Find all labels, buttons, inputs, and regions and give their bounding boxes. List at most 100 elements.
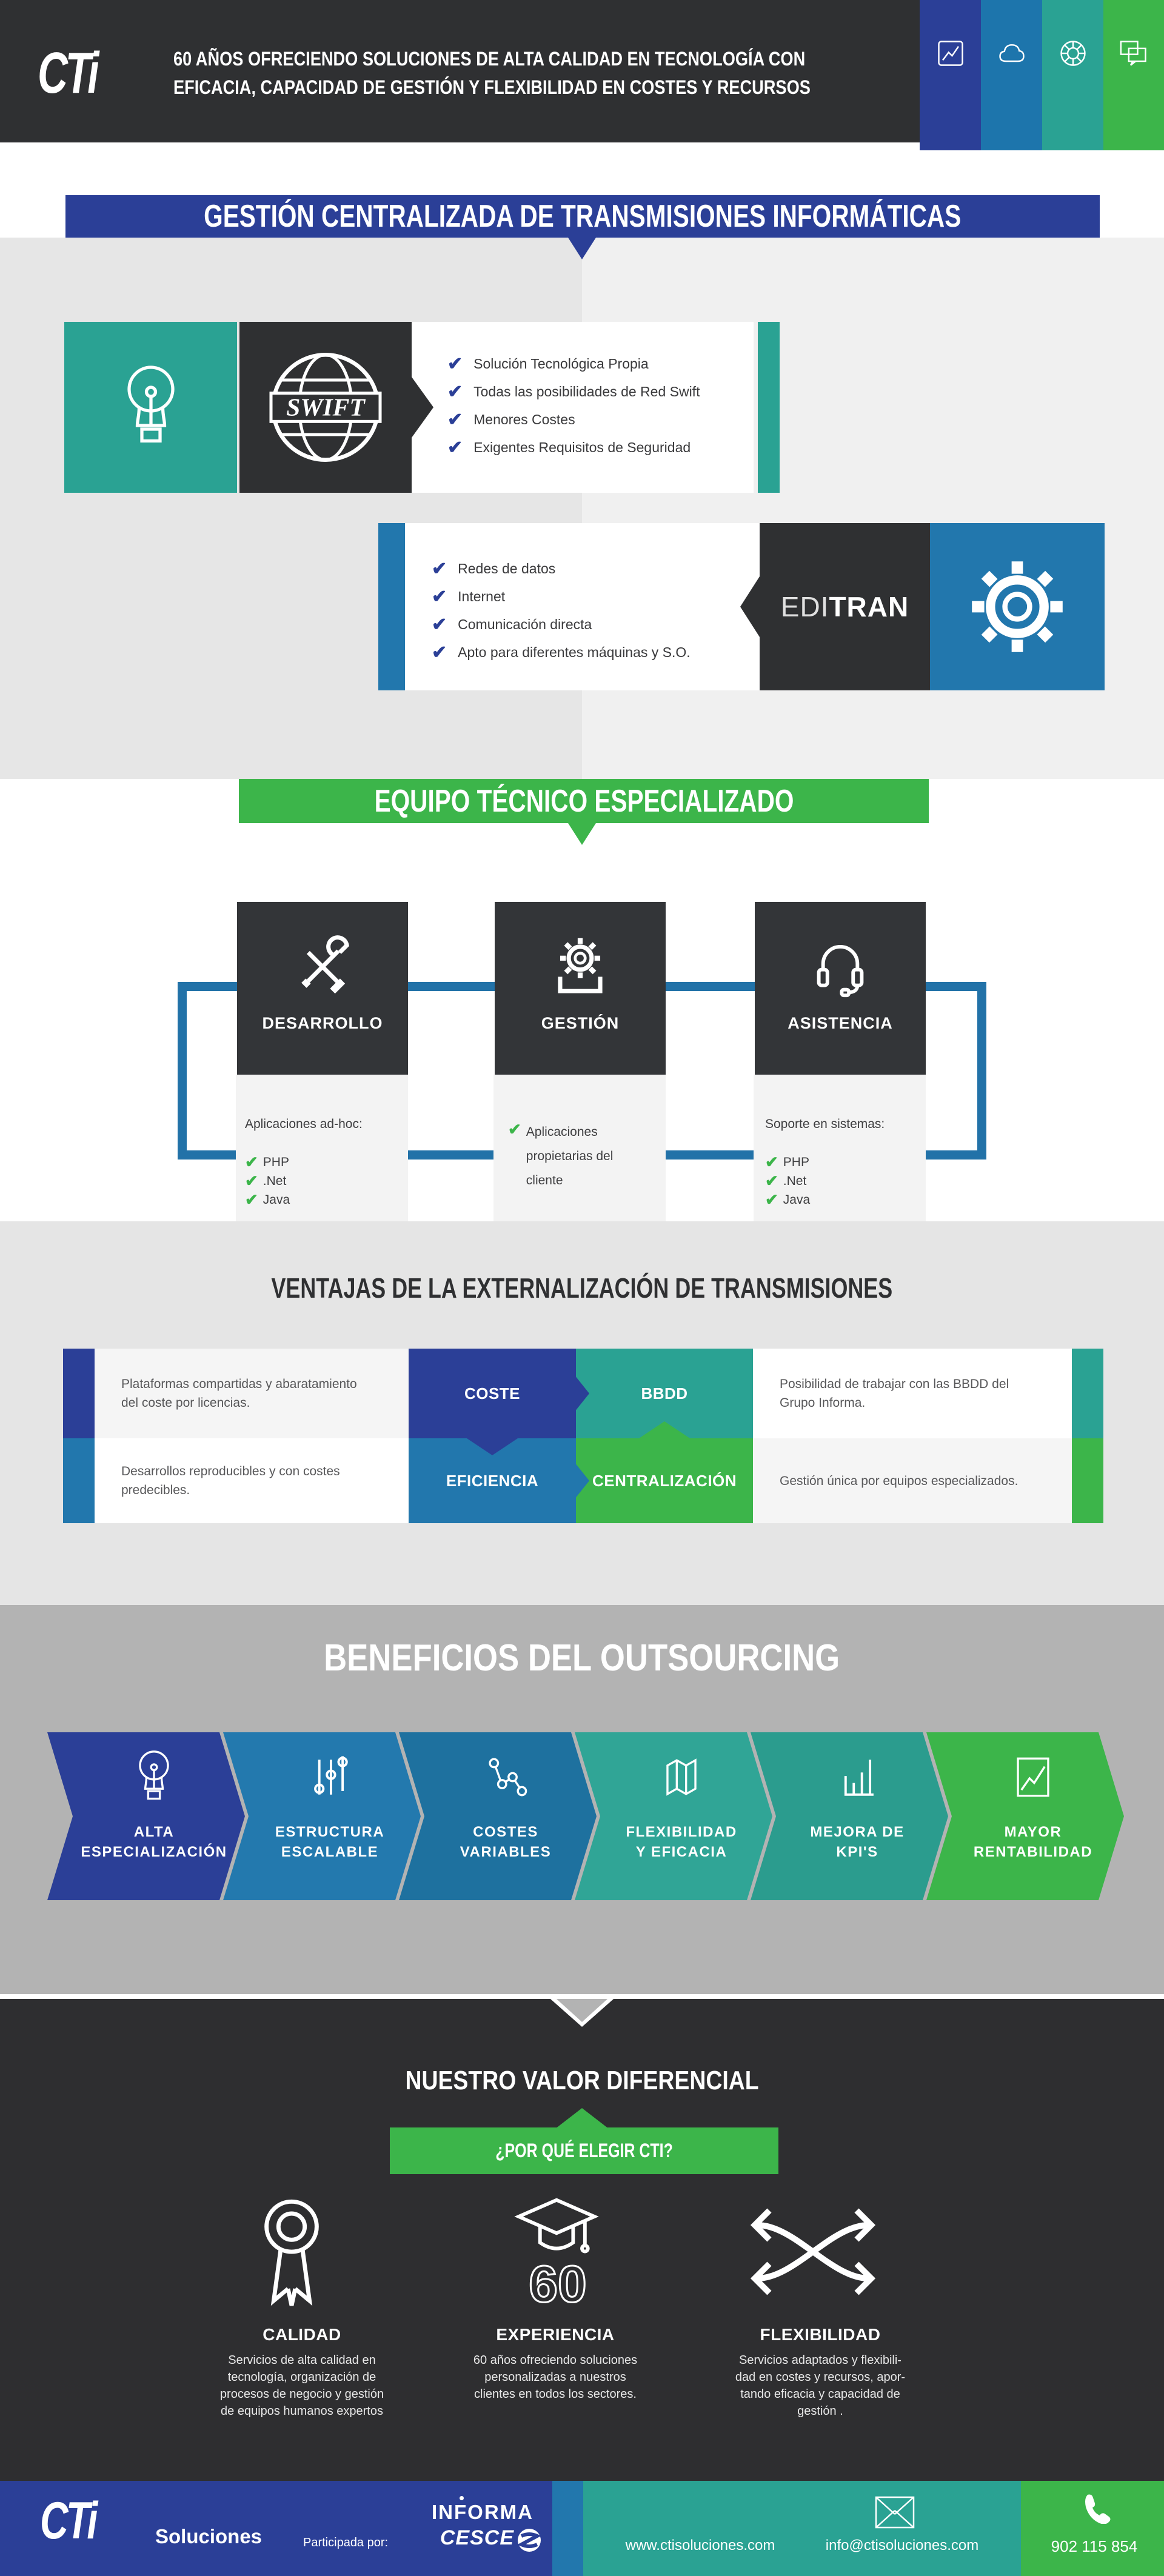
- banner-green-pointer: [568, 823, 596, 845]
- informa-logo-dot: [460, 2496, 464, 2500]
- editran-logo-block: EDITRAN: [760, 523, 930, 690]
- row2-right-text: Gestión única por equipos especializados…: [780, 1473, 1018, 1488]
- growth-chart-icon: [1004, 1732, 1062, 1822]
- graduation-cap-icon: 60: [509, 2193, 606, 2314]
- ventajas-title: VENTAJAS DE LA EXTERNALIZACIÓN DE TRANSM…: [271, 1272, 893, 1304]
- check-icon: ✔: [245, 1172, 258, 1190]
- list-item: ✔Menores Costes: [447, 409, 575, 430]
- editran-arrow-pointer: [740, 576, 760, 637]
- list-item: ✔Solución Tecnológica Propia: [447, 353, 649, 374]
- check-icon: ✔: [447, 437, 463, 458]
- header-tile-support[interactable]: [1042, 0, 1103, 150]
- footer-phone-number[interactable]: 902 115 854: [1051, 2537, 1138, 2555]
- card-gestion-label: GESTIÓN: [541, 1014, 620, 1032]
- gear-icon: [930, 523, 1105, 690]
- row2-left-text: Desarrollos reproducibles y con costes p…: [121, 1464, 340, 1497]
- chat-windows-icon: [1118, 38, 1149, 72]
- cesce-swirl-icon: [517, 2528, 542, 2556]
- header-tile-cloud[interactable]: [981, 0, 1042, 150]
- sliders-icon: [301, 1732, 359, 1822]
- row1-left-panel: Plataformas compartidas y abaratamiento …: [95, 1349, 409, 1438]
- list-item: ✔Java: [765, 1190, 811, 1209]
- feature-flexibilidad-title: FLEXIBILIDAD: [760, 2325, 881, 2344]
- header-tile-chat[interactable]: [1103, 0, 1164, 150]
- phone-icon: [1082, 2492, 1111, 2527]
- swift-benefits-list: ✔Solución Tecnológica Propia ✔Todas las …: [447, 350, 700, 461]
- check-icon: ✔: [765, 1153, 778, 1171]
- editran-logo: EDITRAN: [780, 591, 909, 622]
- check-icon: ✔: [245, 1190, 258, 1209]
- list-item: ✔.Net: [765, 1172, 807, 1190]
- cloud-icon: [996, 38, 1028, 72]
- banner-gestion-centralizada: GESTIÓN CENTRALIZADA DE TRANSMISIONES IN…: [65, 195, 1100, 238]
- gestion-item-text: Aplicaciones propietarias del cliente: [526, 1125, 614, 1187]
- gestion-item: ✔ Aplicaciones propietarias del cliente: [508, 1120, 613, 1193]
- tools-icon: [287, 902, 358, 1006]
- coste-arrow-down: [467, 1438, 518, 1455]
- header-tile-chart[interactable]: [920, 0, 981, 150]
- card-desarrollo-label: DESARROLLO: [262, 1014, 383, 1032]
- list-item: ✔Todas las posibilidades de Red Swift: [447, 381, 700, 402]
- cesce-logo: CESCE: [440, 2526, 514, 2549]
- banner-blue-pointer: [568, 238, 596, 259]
- feature-flexibilidad-text: Servicios adaptados y flexibili- dad en …: [735, 2354, 906, 2418]
- list-item: ✔Java: [245, 1190, 290, 1209]
- swift-logo-text: SWIFT: [286, 393, 366, 421]
- desarrollo-intro: Aplicaciones ad-hoc:: [245, 1117, 363, 1131]
- check-icon: ✔: [447, 381, 463, 402]
- swift-arrow-pointer: [412, 377, 433, 438]
- check-icon: ✔: [447, 353, 463, 374]
- line-chart-icon: [935, 38, 966, 72]
- por-que-elegir-label: ¿POR QUÉ ELEGIR CTI?: [495, 2140, 673, 2161]
- footer-website-link[interactable]: www.ctisoluciones.com: [625, 2537, 775, 2554]
- feature-experiencia-title: EXPERIENCIA: [496, 2325, 615, 2344]
- check-icon: ✔: [765, 1172, 778, 1190]
- check-icon: ✔: [508, 1120, 521, 1138]
- row2-centralizacion-cell: CENTRALIZACIÓN: [576, 1438, 753, 1523]
- por-que-elegir-box: ¿POR QUÉ ELEGIR CTI?: [390, 2127, 778, 2174]
- check-icon: ✔: [432, 586, 447, 607]
- footer-contact-area: [583, 2481, 1021, 2576]
- list-item: ✔Exigentes Requisitos de Seguridad: [447, 437, 691, 458]
- panel-asistencia: [754, 1075, 926, 1246]
- panel-desarrollo: [236, 1075, 408, 1246]
- card-asistencia: ASISTENCIA: [755, 902, 926, 1075]
- feature-experiencia-text: 60 años ofreciendo soluciones personaliz…: [473, 2354, 638, 2401]
- map-icon: [652, 1732, 711, 1822]
- green-box-pointer: [555, 2108, 609, 2129]
- list-item: ✔PHP: [245, 1153, 289, 1171]
- check-icon: ✔: [447, 409, 463, 430]
- list-item: ✔Internet: [432, 586, 506, 607]
- background-left: [0, 238, 582, 779]
- row1-bbdd-cell: BBDD: [576, 1349, 753, 1438]
- desarrollo-list: ✔PHP ✔.Net ✔Java: [245, 1153, 290, 1209]
- editran-benefits-list: ✔Redes de datos ✔Internet ✔Comunicación …: [432, 555, 691, 666]
- row1-right-panel: Posibilidad de trabajar con las BBDD del…: [753, 1349, 1072, 1438]
- coste-arrow-right: [575, 1375, 589, 1412]
- lightbulb-icon: [133, 1732, 175, 1822]
- envelope-icon: [875, 2496, 915, 2532]
- swift-benefits-panel: [412, 322, 754, 493]
- lightbulb-icon: [64, 322, 237, 493]
- shuffle-arrows-icon: [740, 2203, 886, 2303]
- check-icon: ✔: [765, 1190, 778, 1209]
- experience-60-badge: 60: [529, 2255, 586, 2311]
- check-icon: ✔: [432, 558, 447, 579]
- award-icon: [252, 2195, 331, 2314]
- beneficios-title: BENEFICIOS DEL OUTSOURCING: [324, 1637, 840, 1679]
- background-right: [582, 238, 1164, 779]
- footer-cti-soluciones: Soluciones: [155, 2525, 263, 2548]
- editran-benefits-panel: [405, 523, 760, 690]
- footer-email-link[interactable]: info@ctisoluciones.com: [825, 2537, 979, 2554]
- row2-left-panel: Desarrollos reproducibles y con costes p…: [95, 1438, 409, 1523]
- row1-right-text: Posibilidad de trabajar con las BBDD del…: [780, 1377, 1009, 1410]
